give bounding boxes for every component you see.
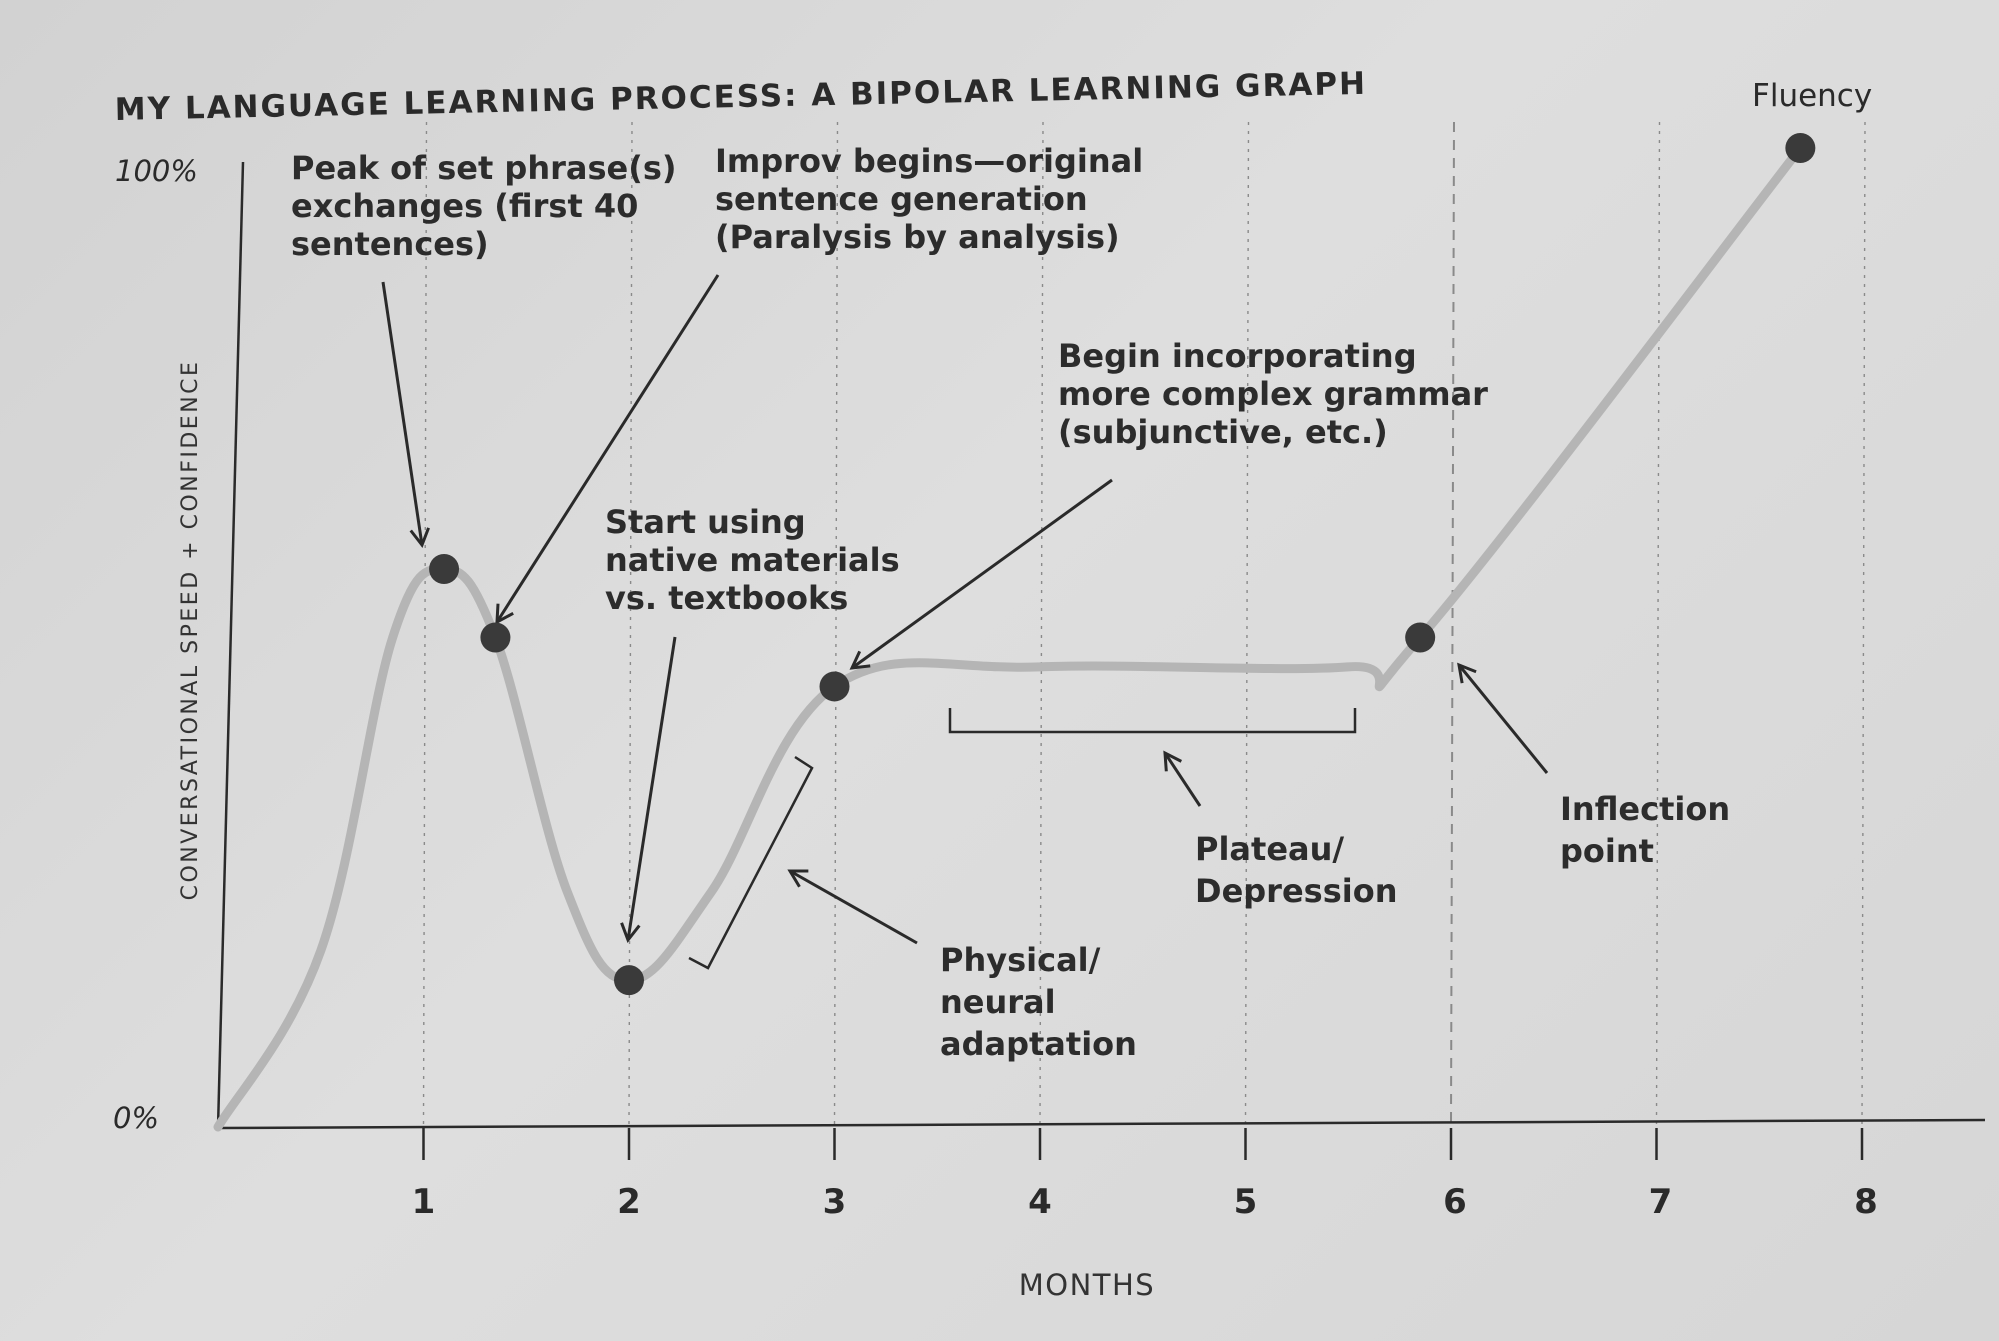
gridline-month-6 [1450,121,1455,1125]
adaptation-bracket [688,755,814,970]
gridline-month-7 [1655,121,1661,1125]
arrow-adaptation [787,869,918,945]
milestone-point-5 [1405,622,1436,653]
vertical-gridlines [422,121,1866,1160]
gridline-month-8 [1861,121,1866,1125]
x-tick-label: 5 [1234,1182,1258,1222]
annotation-peak: Peak of set phrase(s) exchanges (first 4… [291,149,688,263]
x-tick-label: 8 [1854,1182,1878,1222]
y-axis [216,161,245,1129]
milestone-point-3 [614,965,644,996]
y-axis-title: CONVERSATIONAL SPEED + CONFIDENCE [178,360,203,901]
arrow-peak [381,281,430,549]
plateau-bracket [948,708,1357,734]
y-bottom-label: 0% [113,1101,159,1135]
gridline-month-3 [833,121,839,1125]
x-tick-label: 7 [1649,1182,1673,1222]
gridline-month-5 [1244,121,1250,1125]
y-top-label: 100% [115,154,198,188]
milestone-point-4 [819,671,850,702]
x-tick-label: 6 [1443,1182,1467,1222]
annotation-grammar: Begin incorporating more complex grammar… [1058,337,1499,451]
annotation-plateau: Plateau/ Depression [1195,830,1397,910]
arrow-grammar [849,478,1113,670]
annotation-native-materials: Start using native materials vs. textboo… [605,503,911,617]
arrow-native-materials [620,636,677,944]
chart-title: MY LANGUAGE LEARNING PROCESS: A BIPOLAR … [114,66,1367,128]
milestone-point-6 [1785,133,1816,163]
annotation-inflection: Inflection point [1560,790,1741,870]
learning-curve-line [213,143,1805,1132]
x-tick-label: 3 [823,1182,847,1222]
x-tick-label: 2 [617,1182,641,1222]
milestone-point-2 [480,622,511,653]
x-tick-label: 1 [412,1182,436,1222]
x-axis-title: MONTHS [1019,1268,1155,1302]
x-tick-label: 4 [1028,1182,1052,1222]
milestone-point-1 [429,553,460,584]
arrow-plateau [1163,750,1202,807]
x-axis [217,1118,1986,1130]
annotation-improv: Improv begins—original sentence generati… [715,142,1154,256]
x-tick-labels: 1 2 3 4 5 6 7 8 [412,1182,1878,1222]
gridline-month-1 [422,121,428,1125]
arrow-improv [495,274,720,625]
arrow-inflection [1457,662,1549,774]
annotation-fluency: Fluency [1752,78,1872,114]
milestone-points [429,133,1816,996]
annotation-adaptation: Physical/ neural adaptation [940,941,1137,1063]
